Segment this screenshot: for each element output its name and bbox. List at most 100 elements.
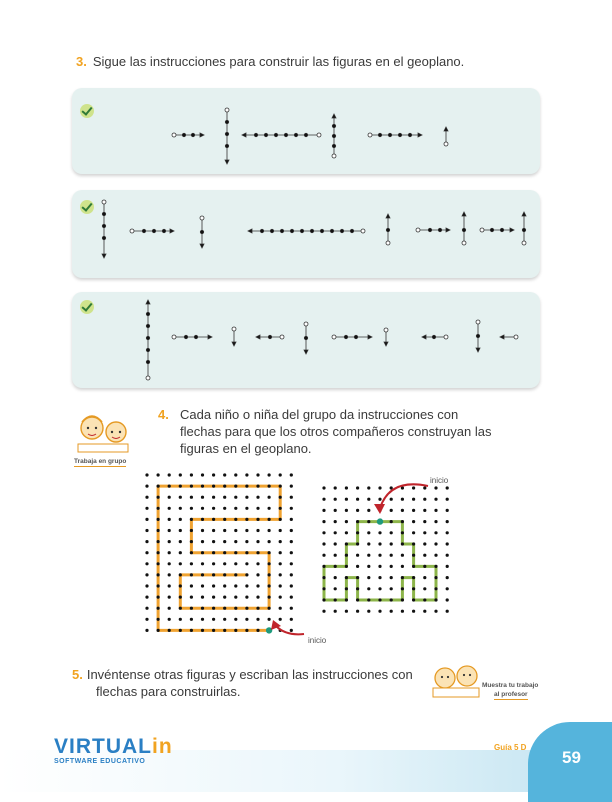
teacher-label-line-2: al profesor bbox=[494, 691, 528, 700]
instruction-panel-2 bbox=[72, 190, 540, 278]
geoboard-peg bbox=[278, 484, 282, 488]
geoboard-peg bbox=[278, 573, 282, 577]
geoboard-peg bbox=[200, 606, 205, 610]
geoboard-peg bbox=[423, 542, 427, 546]
geoboard-peg bbox=[189, 540, 193, 544]
geoboard-peg bbox=[223, 573, 227, 577]
start-point bbox=[265, 627, 273, 634]
geoboard-peg bbox=[200, 484, 205, 488]
geoboard-peg bbox=[423, 564, 427, 568]
geoboard-peg bbox=[356, 564, 360, 568]
exercise-4-line-1: Cada niño o niña del grupo da instruccio… bbox=[180, 407, 459, 422]
geoboard-peg bbox=[278, 506, 282, 510]
geoboard-peg bbox=[223, 473, 227, 477]
geoboard-peg bbox=[378, 598, 382, 602]
exercise-3-text: Sigue las instrucciones para construir l… bbox=[92, 54, 465, 69]
geoboard-peg bbox=[200, 528, 205, 533]
geoboard-peg bbox=[256, 562, 260, 566]
geoboard-peg bbox=[156, 595, 160, 599]
geoboard-peg bbox=[367, 520, 371, 524]
geoboard-peg bbox=[344, 486, 348, 490]
arrow-instructions-3 bbox=[145, 299, 519, 381]
geoboard-peg bbox=[378, 486, 382, 490]
geoboard-peg bbox=[256, 517, 260, 521]
geoboard-peg bbox=[245, 606, 249, 610]
geoboard-peg bbox=[389, 587, 393, 591]
geoboard-peg bbox=[145, 606, 149, 610]
geoboard-peg bbox=[167, 606, 171, 610]
geoboard-peg bbox=[267, 617, 271, 621]
geoboard-peg bbox=[234, 517, 238, 521]
geoboard-peg bbox=[156, 506, 160, 510]
geoboard-peg bbox=[245, 528, 249, 533]
geoboard-peg bbox=[245, 484, 249, 488]
footer-band bbox=[0, 750, 612, 792]
geoboard-peg bbox=[189, 584, 193, 588]
geoboard-peg bbox=[223, 617, 227, 621]
geoboard-peg bbox=[256, 528, 260, 533]
geoboard-peg bbox=[167, 540, 171, 544]
geoboard-peg bbox=[167, 528, 171, 533]
geoboard-peg bbox=[412, 486, 416, 490]
geoboard-peg bbox=[189, 573, 193, 577]
geoboard-peg bbox=[145, 528, 149, 533]
geoboard-peg bbox=[289, 495, 293, 499]
geoboard-peg bbox=[400, 587, 404, 591]
geoboard-peg bbox=[367, 542, 371, 546]
geoboard-peg bbox=[278, 617, 282, 621]
geoboard-peg bbox=[333, 542, 337, 546]
geoboard-peg bbox=[322, 553, 326, 557]
geoboard-peg bbox=[256, 506, 260, 510]
geoboard-peg bbox=[445, 576, 449, 580]
geoboard-peg bbox=[378, 587, 382, 591]
start-arrow-left bbox=[271, 620, 305, 636]
geoboard-peg bbox=[423, 531, 427, 535]
geoboard-peg bbox=[278, 595, 282, 599]
geoboard-peg bbox=[256, 617, 260, 621]
instruction-panel-1 bbox=[72, 88, 540, 174]
geoboard-peg bbox=[234, 495, 238, 499]
geoboard-peg bbox=[445, 486, 449, 490]
geoboard-peg bbox=[234, 484, 238, 488]
page-corner bbox=[528, 722, 612, 802]
geoboard-peg bbox=[289, 517, 293, 521]
geoboard-peg bbox=[145, 573, 149, 577]
geoboard-peg bbox=[289, 584, 293, 588]
geoboard-peg bbox=[423, 587, 427, 591]
geoboard-peg bbox=[223, 595, 227, 599]
geoboard-peg bbox=[256, 606, 260, 610]
geoboard-peg bbox=[189, 495, 193, 499]
children-show-icon bbox=[427, 660, 485, 700]
geoboard-peg bbox=[145, 595, 149, 599]
exercise-5-number: 5. bbox=[72, 667, 83, 682]
geoboard-peg bbox=[389, 598, 393, 602]
geoboard-peg bbox=[189, 628, 193, 632]
geoboard-peg bbox=[156, 584, 160, 588]
geoboard-peg bbox=[167, 562, 171, 566]
geoboard-peg bbox=[412, 497, 416, 501]
geoboard-peg bbox=[234, 617, 238, 621]
geoboard-peg bbox=[400, 598, 404, 602]
geoboard-peg bbox=[245, 573, 249, 577]
geoboard-peg bbox=[378, 553, 382, 557]
geoboard-peg bbox=[423, 598, 427, 602]
geoboard-peg bbox=[412, 587, 416, 591]
geoboard-peg bbox=[245, 506, 249, 510]
geoboard-peg bbox=[178, 506, 182, 510]
geoboard-peg bbox=[234, 628, 238, 632]
geoboard-peg bbox=[445, 531, 449, 535]
geoboard-peg bbox=[245, 540, 249, 544]
geoboard-right bbox=[322, 486, 449, 613]
geoboard-peg bbox=[223, 540, 227, 544]
geoboard-peg bbox=[445, 587, 449, 591]
geoboard-peg bbox=[234, 562, 238, 566]
geoboard-peg bbox=[178, 595, 182, 599]
geoboard-peg bbox=[322, 576, 326, 580]
geoboard-peg bbox=[212, 540, 216, 544]
geoboard-peg bbox=[223, 562, 227, 566]
geoboard-peg bbox=[145, 551, 149, 555]
geoboard-peg bbox=[245, 517, 249, 521]
geoboard-peg bbox=[423, 520, 427, 524]
geoboard-peg bbox=[378, 542, 382, 546]
geoboard-peg bbox=[278, 528, 282, 533]
